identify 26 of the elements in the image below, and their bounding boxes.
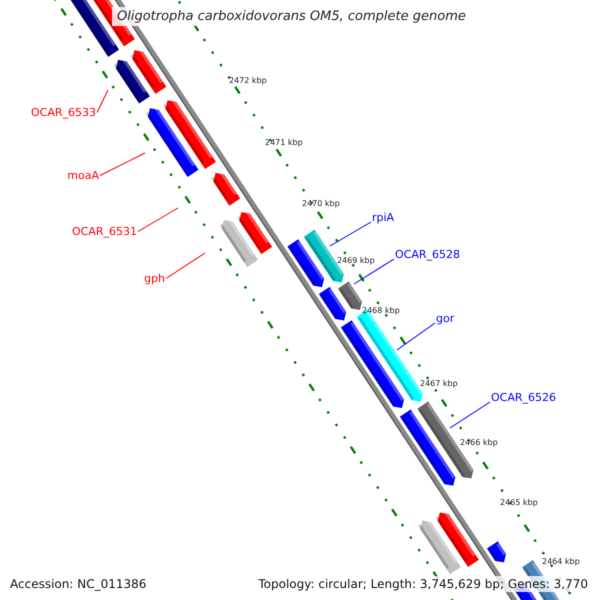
- gene-label: OCAR_6531: [72, 225, 137, 238]
- scale-label: 2466 kbp: [460, 438, 498, 448]
- scale-label: 2465 kbp: [500, 498, 538, 508]
- leader-line: [138, 208, 178, 232]
- scale-label: 2470 kbp: [302, 199, 340, 209]
- scale-label: 2467 kbp: [420, 379, 458, 389]
- leader-line: [330, 222, 372, 246]
- gene-label: OCAR_6528: [395, 248, 460, 261]
- scale-label: 2469 kbp: [337, 256, 375, 266]
- accession-text: Accession: NC_011386: [8, 576, 148, 592]
- gene-label: rpiA: [372, 211, 394, 224]
- gene-label: moaA: [67, 169, 99, 182]
- scale-label: 2471 kbp: [265, 138, 303, 148]
- leader-line: [396, 322, 436, 350]
- leader-line: [166, 252, 206, 279]
- scale-label: 2468 kbp: [362, 306, 400, 316]
- gene-label: gph: [144, 272, 165, 285]
- leader-line: [354, 258, 394, 284]
- leader-line: [96, 90, 108, 113]
- gene-label: OCAR_6526: [491, 391, 556, 404]
- gene-label: OCAR_6533: [30, 106, 96, 119]
- leader-line: [100, 152, 146, 176]
- gene-label: gor: [436, 312, 454, 325]
- scale-label: 2472 kbp: [229, 76, 267, 86]
- scale-label: 2464 kbp: [542, 557, 580, 567]
- leader-line: [450, 402, 490, 428]
